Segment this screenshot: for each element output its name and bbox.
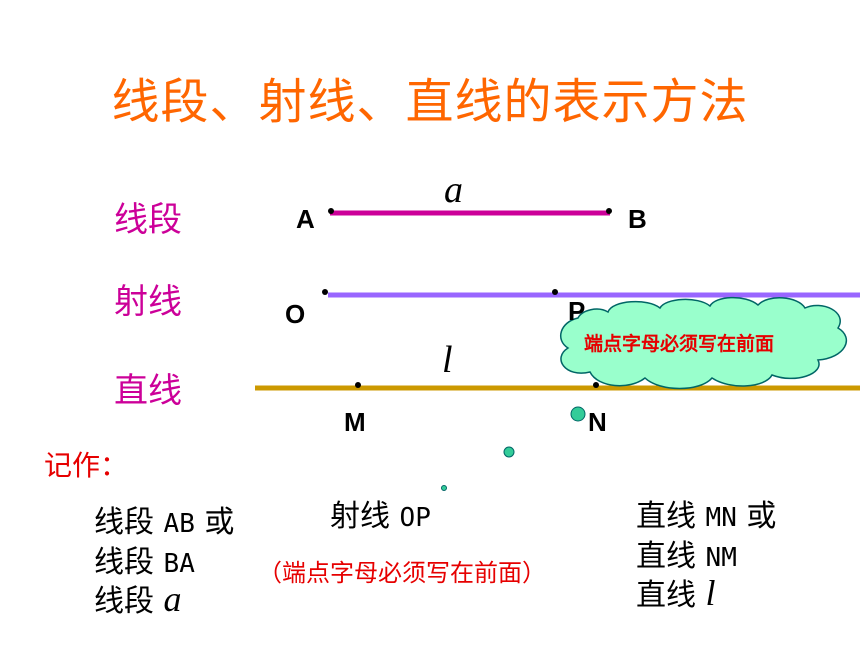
ray-notation-code: OP	[399, 503, 431, 533]
point-label-p: P	[568, 296, 586, 326]
point-m-dot	[355, 382, 361, 388]
page-title: 线段、射线、直线的表示方法	[111, 74, 749, 130]
ray-notation-prefix: 射线	[330, 499, 390, 534]
segment-notation-2-code: BA	[163, 549, 195, 579]
cloud-callout	[441, 296, 848, 491]
point-p-dot	[552, 289, 558, 295]
notation-heading: 记作：	[44, 449, 129, 482]
point-label-b: B	[628, 204, 647, 234]
point-a-dot	[328, 208, 334, 214]
row-label-ray: 射线	[114, 282, 182, 322]
segment-notation-2: 线段 BA	[94, 537, 195, 581]
point-label-a: A	[296, 204, 315, 234]
ray-notation: 射线 OP	[330, 491, 431, 535]
row-label-line: 直线	[114, 371, 182, 411]
cloud-bubble-small	[441, 485, 447, 491]
segment-symbol-a: a	[444, 169, 463, 211]
ray-paren-note: （端点字母必须写在前面）	[258, 559, 546, 587]
segment-notation-2-prefix: 线段	[94, 545, 154, 580]
line-notation-3: 直线 l	[636, 570, 716, 614]
line-notation-3-var: l	[705, 573, 716, 613]
point-b-dot	[606, 208, 612, 214]
segment-notation-1-prefix: 线段	[94, 505, 154, 540]
point-label-o: O	[285, 299, 306, 329]
line-symbol-l: l	[442, 339, 453, 381]
segment-notation-1-suffix: 或	[204, 505, 235, 540]
point-label-m: M	[344, 407, 366, 437]
line-notation-1: 直线 MN 或	[636, 491, 776, 535]
segment-notation-3-var: a	[163, 579, 182, 619]
point-n-dot	[593, 382, 599, 388]
line-notation-1-code: MN	[705, 503, 737, 533]
line-notation-2-prefix: 直线	[636, 539, 696, 574]
point-o-dot	[322, 289, 328, 295]
segment-notation-1: 线段 AB 或	[94, 497, 234, 541]
cloud-bubble-large	[570, 406, 586, 422]
segment-notation-3: 线段 a	[94, 576, 182, 620]
line-notation-2-code: NM	[705, 543, 737, 573]
cloud-bubble-medium	[503, 446, 515, 458]
row-label-segment: 线段	[114, 200, 182, 240]
line-notation-1-prefix: 直线	[636, 499, 696, 534]
line-notation-3-prefix: 直线	[636, 578, 696, 613]
line-notation-1-suffix: 或	[746, 499, 777, 534]
cloud-note-text: 端点字母必须写在前面	[584, 333, 775, 355]
segment-notation-1-code: AB	[163, 509, 195, 539]
point-label-n: N	[588, 407, 607, 437]
line-notation-2: 直线 NM	[636, 531, 737, 575]
segment-notation-3-prefix: 线段	[94, 584, 154, 619]
